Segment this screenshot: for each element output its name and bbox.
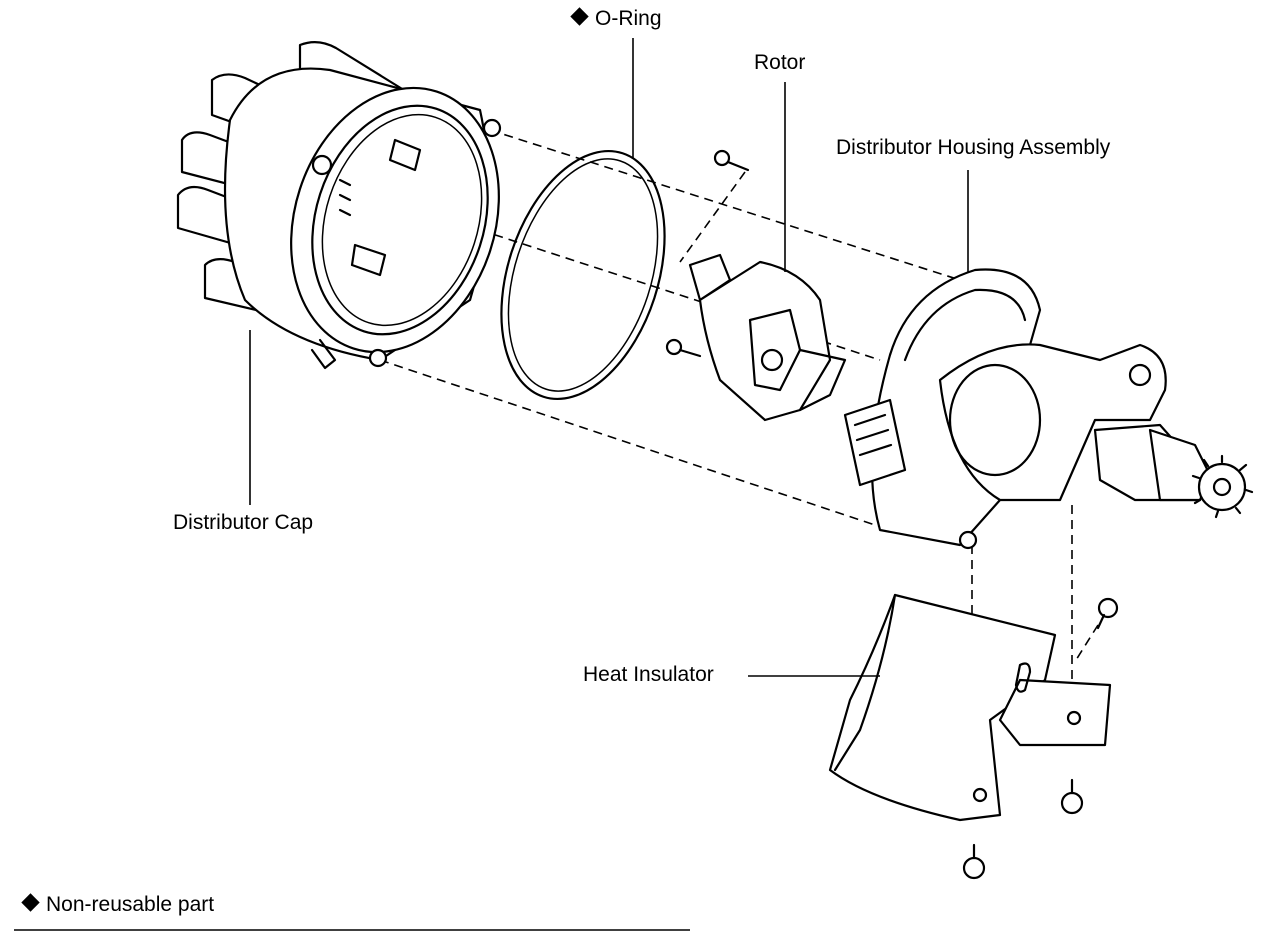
distributor-housing-drawing [843,268,1254,550]
insulator-bolt-right-icon [1060,778,1084,815]
insulator-bolt-top-icon [1096,597,1119,630]
housing-label: Distributor Housing Assembly [836,136,1111,159]
o-ring-label-text: O-Ring [595,7,662,30]
drive-gear-icon [1191,454,1254,519]
legend-text: Non-reusable part [46,893,215,916]
leader-lines [249,38,969,677]
rotor-screw-icon [713,149,750,172]
distributor-cap-label: Distributor Cap [173,511,314,534]
legend-non-reusable: Non-reusable part [21,893,215,916]
rotor-screw-lower-icon [665,338,702,358]
rotor-drawing [665,149,847,422]
heat-insulator-label: Heat Insulator [583,663,714,686]
insulator-bolt-bottom-icon [962,843,986,880]
diamond-icon [21,893,40,912]
rotor-label: Rotor [754,51,806,74]
o-ring-drawing [500,149,666,401]
distributor-cap-drawing [176,41,502,370]
diamond-icon [570,7,589,26]
heat-insulator-drawing [828,593,1119,880]
o-ring-label: O-Ring [570,7,662,30]
